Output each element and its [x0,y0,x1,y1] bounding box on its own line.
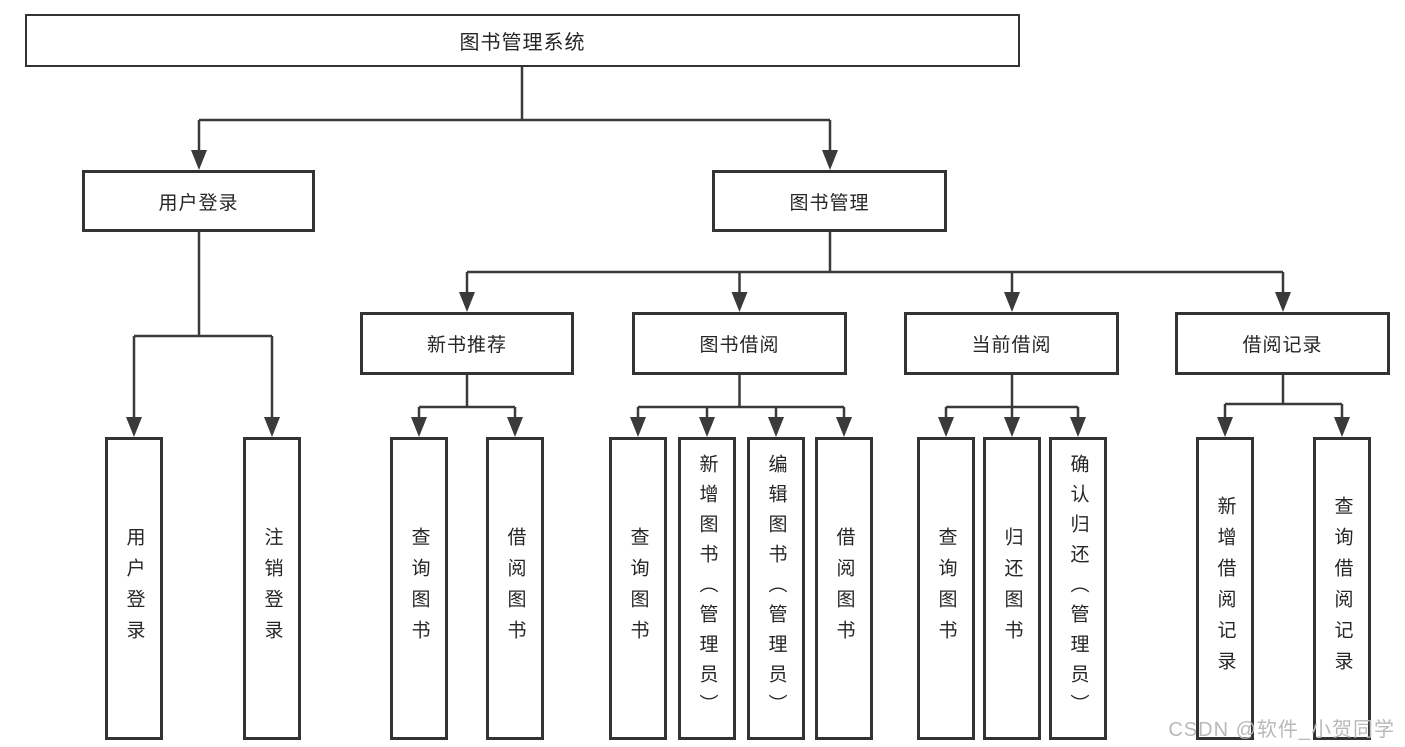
arrowheads [126,150,1350,437]
node-book-borrow: 图书借阅 [632,312,847,375]
node-leaf-label: 用户登录 [123,526,145,651]
node-leaf-borrow-book-1: 借阅图书 [486,437,544,740]
node-borrow-record: 借阅记录 [1175,312,1390,375]
node-leaf-label: 确认归还（管理员） [1067,453,1089,724]
node-leaf-label: 查询图书 [408,526,430,651]
node-leaf-label: 归还图书 [1001,526,1023,651]
node-leaf-edit-book-admin: 编辑图书（管理员） [747,437,805,740]
node-leaf-query-book-1: 查询图书 [390,437,448,740]
node-leaf-label: 查询借阅记录 [1331,495,1353,682]
node-user-login-branch: 用户登录 [82,170,315,232]
node-leaf-label: 注销登录 [261,526,283,651]
node-leaf-borrow-book-2: 借阅图书 [815,437,873,740]
connector-lines [132,67,1344,420]
node-leaf-label: 借阅图书 [504,526,526,651]
csdn-watermark: CSDN @软件_小贺同学 [1168,719,1395,741]
node-leaf-add-borrow-record: 新增借阅记录 [1196,437,1254,740]
node-leaf-label: 新增借阅记录 [1214,495,1236,682]
node-leaf-user-login: 用户登录 [105,437,163,740]
node-leaf-query-book-2: 查询图书 [609,437,667,740]
node-leaf-query-book-3: 查询图书 [917,437,975,740]
node-leaf-label: 查询图书 [627,526,649,651]
node-leaf-label: 借阅图书 [833,526,855,651]
node-leaf-query-borrow-record: 查询借阅记录 [1313,437,1371,740]
node-leaf-logout: 注销登录 [243,437,301,740]
node-root: 图书管理系统 [25,14,1020,67]
node-leaf-add-book-admin: 新增图书（管理员） [678,437,736,740]
node-current-borrow: 当前借阅 [904,312,1119,375]
node-leaf-label: 查询图书 [935,526,957,651]
node-leaf-return-book: 归还图书 [983,437,1041,740]
node-leaf-label: 编辑图书（管理员） [765,453,787,724]
node-book-management-branch: 图书管理 [712,170,947,232]
node-leaf-label: 新增图书（管理员） [696,453,718,724]
node-leaf-confirm-return-admin: 确认归还（管理员） [1049,437,1107,740]
node-new-book-recommend: 新书推荐 [360,312,574,375]
